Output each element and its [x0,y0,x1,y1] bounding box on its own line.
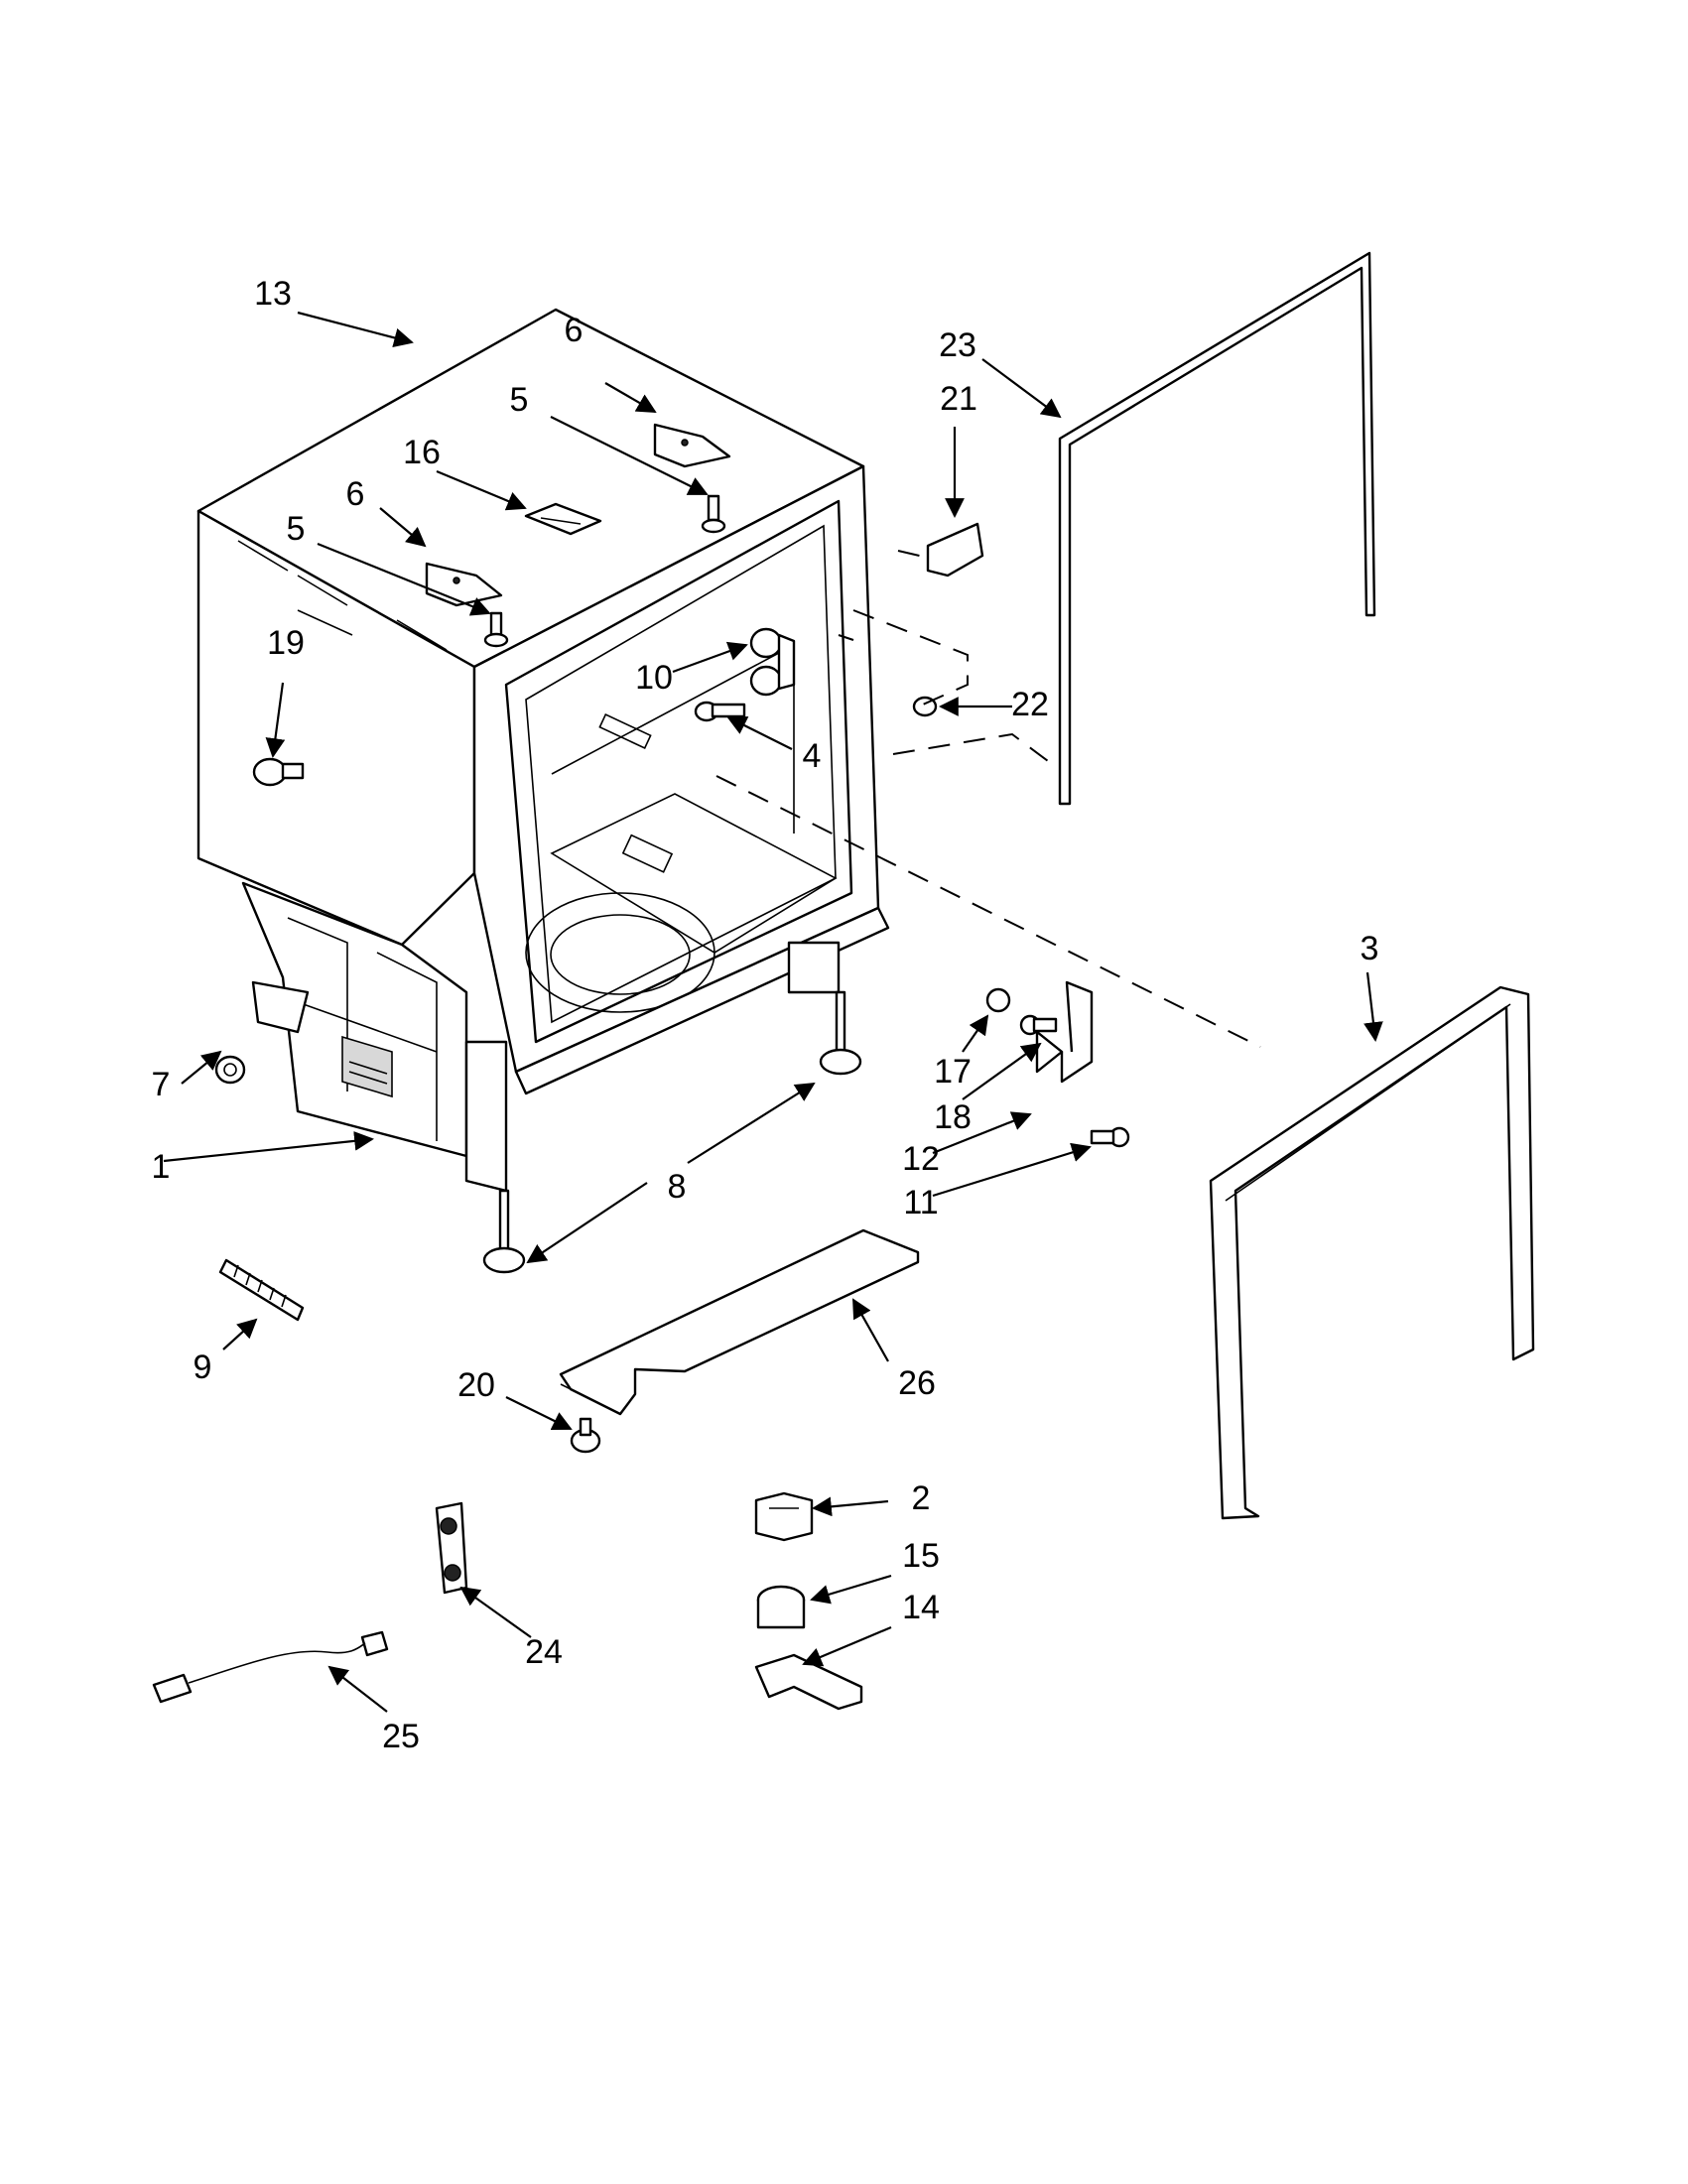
leveling-leg-front [482,1189,526,1274]
bearing-screw [694,701,746,722]
toe-panel [559,1228,920,1416]
callout-19: 19 [267,624,305,662]
callout-10: 10 [635,659,673,697]
callout-16: 16 [403,434,441,471]
hinge-nut [214,1055,246,1085]
screw-upper [701,494,726,534]
bracket-screw [1019,1014,1058,1036]
callout-25: 25 [382,1718,420,1755]
callout-3: 3 [1361,930,1379,967]
callout-20: 20 [457,1366,495,1404]
callout-labels: 1 2 3 4 5 5 6 6 7 8 9 10 11 12 13 14 15 … [152,275,1379,1755]
plug [252,757,305,787]
callout-17: 17 [934,1053,972,1091]
callout-15: 15 [902,1537,940,1575]
callout-14: 14 [902,1589,940,1626]
callout-8: 8 [668,1168,687,1206]
leader-lines [163,311,1383,1713]
callout-1: 1 [152,1148,171,1186]
callout-23: 23 [939,326,976,364]
thermostat-bracket [754,1653,863,1711]
door-clip [926,522,984,578]
callout-2: 2 [912,1479,931,1517]
callout-24: 24 [525,1633,563,1671]
callout-7: 7 [152,1066,171,1103]
mounting-bracket-upper [653,423,731,468]
callout-5-upper: 5 [510,381,529,419]
bracket-mount-screw [1090,1126,1130,1148]
callout-5-lower: 5 [287,510,306,548]
callout-9: 9 [194,1349,212,1386]
callout-26: 26 [898,1364,936,1402]
callout-4: 4 [803,737,822,775]
panel-plug [570,1417,601,1454]
callout-13: 13 [254,275,292,313]
callout-18: 18 [934,1098,972,1136]
tub-gasket [1209,985,1535,1520]
ground-wire [152,1630,389,1704]
screw-lower [483,611,509,648]
callout-12: 12 [902,1140,940,1178]
thermostat [756,1585,806,1629]
callout-6-upper: 6 [565,312,584,349]
rack-bearing [749,627,796,697]
washer [985,987,1011,1013]
wiring-grommet [435,1501,468,1595]
callout-21: 21 [940,380,977,418]
door-spring [218,1258,305,1322]
callout-11: 11 [903,1184,938,1221]
callout-6-lower: 6 [346,475,365,513]
tub-assembly [196,308,890,1193]
door-seal-strip [1058,251,1376,806]
callout-22: 22 [1011,686,1049,723]
door-switch [754,1491,814,1542]
leveling-leg-rear [819,990,862,1076]
insulation-tape [524,502,602,536]
